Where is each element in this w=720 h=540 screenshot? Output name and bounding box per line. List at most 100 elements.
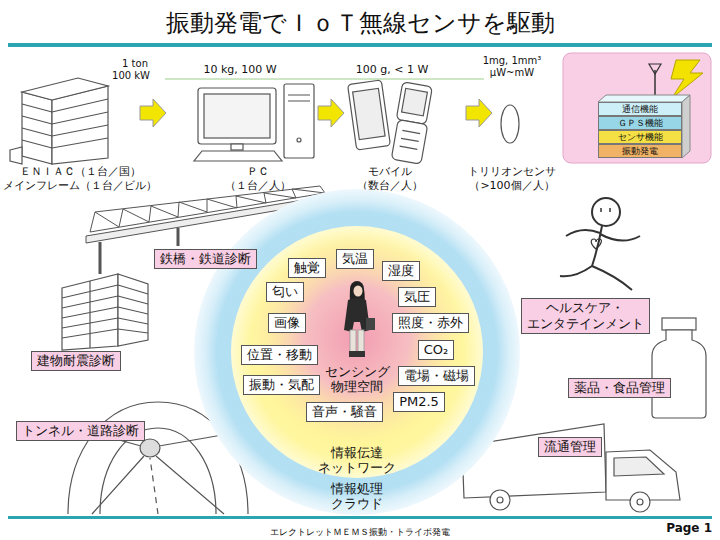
mainframe-building: [10, 78, 108, 164]
node-text: ＧＰＳ機能: [601, 117, 679, 129]
power-label: 100 kW: [112, 70, 150, 82]
running-person: [566, 230, 640, 240]
person-figure: [350, 281, 364, 297]
sensing-item: 電場・磁場: [398, 366, 475, 386]
pc-icon: [288, 95, 310, 101]
person-figure: [357, 351, 365, 357]
device-caption: メインフレーム（１台／ビル）: [3, 179, 157, 192]
cloud-circle-fill: [194, 189, 520, 515]
sensor-module-panel: [598, 95, 690, 102]
weight-power-label: 10 kg, 100 W: [203, 63, 276, 76]
medicine-bottle: [662, 318, 696, 330]
mobile-phones: [348, 80, 391, 150]
sensing-item: 匂い: [266, 282, 304, 302]
block-arrow: [318, 99, 344, 127]
sensing-item: 湿度: [382, 261, 420, 281]
node-text: CO₂: [424, 342, 449, 358]
network-circle-fill: [231, 226, 483, 478]
pc-icon: [194, 84, 314, 161]
sensing-circle-fill: [251, 232, 463, 444]
mobile-phones: [353, 88, 385, 139]
delivery-truck: [614, 457, 664, 476]
application-label: 建物耐震診断: [31, 351, 121, 371]
block-arrow: [140, 99, 492, 127]
page-title: 振動発電でＩｏＴ無線センサを駆動: [0, 8, 720, 38]
mainframe-building: [22, 78, 108, 100]
power-label: μW~mW: [490, 67, 534, 79]
node-text: センサ機能: [601, 131, 679, 143]
sensing-item: 音声・騒音: [306, 402, 383, 422]
sensor-module-panel: [649, 64, 661, 74]
application-label: ヘルスケア・ エンタテインメント: [521, 298, 650, 335]
node-text: 画像: [274, 315, 300, 331]
node-text: 建物耐震診断: [37, 353, 115, 369]
person-figure: [350, 330, 356, 352]
person-figure: [349, 351, 357, 357]
device-caption: ＰＣ: [247, 165, 269, 178]
pc-icon: [198, 88, 276, 144]
person-figure: [354, 286, 363, 297]
node-text: 触覚: [294, 260, 320, 276]
node-text: 気圧: [404, 289, 430, 305]
office-building: [62, 281, 148, 348]
title-rule: [8, 43, 712, 47]
road-tunnel: [150, 458, 158, 514]
mobile-phones: [348, 80, 435, 164]
function-layer: 通信機能: [598, 102, 682, 116]
running-person: [591, 239, 601, 249]
sensing-item: 照度・赤外: [392, 313, 469, 333]
footer-rule: [8, 516, 712, 519]
block-arrow: [140, 99, 166, 127]
running-person: [592, 198, 620, 226]
function-layer: 振動発電: [598, 144, 682, 158]
region-title: センシング 物理空間: [325, 365, 390, 395]
mobile-phones: [391, 120, 427, 165]
function-layer: ＧＰＳ機能: [598, 116, 682, 130]
sensing-item: 気温: [336, 249, 374, 269]
delivery-truck: [490, 490, 510, 510]
device-caption: トリリオンセンサ: [468, 165, 556, 178]
sensing-item: 気圧: [398, 287, 436, 307]
device-caption: （１台／人）: [225, 179, 291, 192]
delivery-truck: [497, 497, 503, 503]
mobile-phones: [389, 82, 434, 164]
mobile-phones: [400, 130, 421, 149]
mainframe-building: [22, 99, 108, 148]
running-person: [560, 198, 640, 290]
person-figure: [366, 318, 375, 330]
size-label: 1mg, 1mm³: [483, 55, 542, 67]
node-text: 気温: [342, 251, 368, 267]
region-title: 情報伝達 ネットワーク: [318, 446, 396, 476]
sensing-item: PM2.5: [393, 392, 445, 412]
pc-icon: [194, 151, 282, 161]
pc-icon: [297, 138, 301, 142]
mainframe-building: [22, 92, 52, 164]
node-text: 通信機能: [601, 103, 679, 115]
road-tunnel: [140, 439, 160, 457]
sensing-item: 位置・移動: [241, 345, 318, 365]
sensor-module-panel: [563, 53, 711, 163]
medicine-bottle: [652, 318, 706, 418]
node-text: ヘルスケア・ エンタテインメント: [527, 300, 644, 333]
medicine-bottle: [652, 330, 706, 418]
mainframe-building: [10, 147, 22, 164]
device-caption: モバイル: [368, 165, 412, 178]
node-text: 電場・磁場: [404, 368, 469, 384]
sensor-module-panel: [563, 53, 711, 163]
person-figure: [344, 281, 375, 357]
node-text: 照度・赤外: [398, 315, 463, 331]
running-person: [560, 266, 632, 290]
pc-icon: [284, 84, 314, 158]
sensing-item: CO₂: [418, 340, 455, 360]
pc-icon: [231, 144, 243, 150]
application-label: 鉄橋・鉄道診断: [154, 249, 257, 269]
weight-power-label: 100 g, < 1 W: [356, 63, 429, 76]
page-number: Page 1: [666, 521, 712, 535]
weight-label: 1 ton: [122, 58, 148, 70]
node-text: 流通管理: [544, 439, 596, 455]
mobile-phones: [402, 88, 428, 115]
node-text: 湿度: [388, 263, 414, 279]
scale-line: [165, 79, 484, 80]
node-text: 振動発電: [601, 145, 679, 157]
